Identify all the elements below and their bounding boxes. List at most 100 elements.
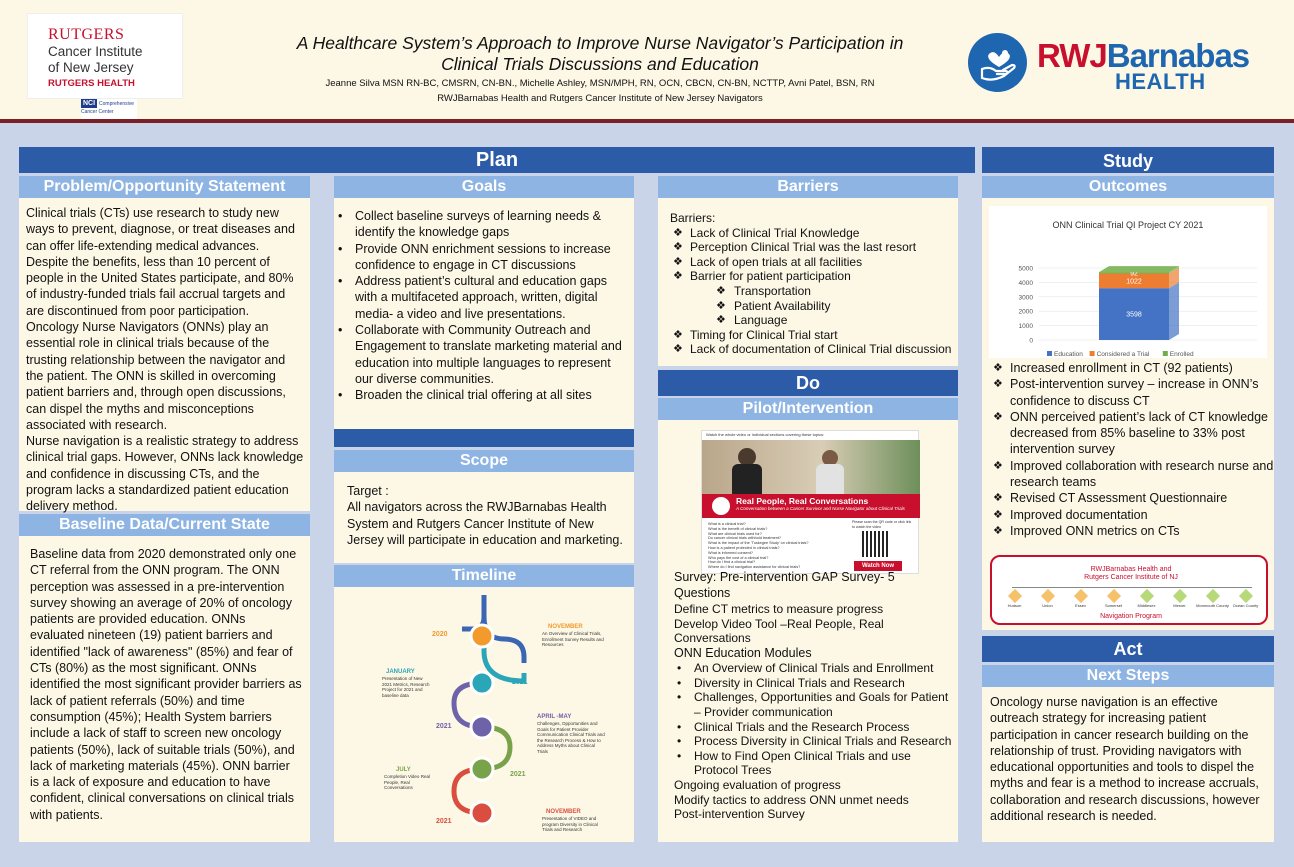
chart-tick-label: 0 [1029,338,1033,345]
list-item: Lack of open trials at all facilities [670,255,952,270]
chart-tick-label: 4000 [1019,280,1034,287]
list-item: Improved documentation [990,507,1274,524]
pilot-panel: Watch the whole video or individual sect… [658,420,958,842]
list-item: Increased enrollment in CT (92 patients) [990,360,1274,377]
rwj-heart-hand-icon [968,33,1027,92]
video-banner: Real People, Real Conversations A Conver… [702,494,920,518]
scope-text: All navigators across the RWJBarnabas He… [347,500,623,547]
video-card: Watch the whole video or individual sect… [701,430,920,574]
timeline-year: 2021 [512,679,528,686]
chart-legend-label: Considered a Trial [1097,351,1150,358]
plan-banner: Plan [19,147,975,173]
list-item: Improved ONN metrics on CTs [990,523,1274,540]
goals-panel: Collect baseline surveys of learning nee… [334,198,634,429]
baseline-text: Baseline data from 2020 demonstrated onl… [30,547,302,822]
next-steps-text: Oncology nurse navigation is an effectiv… [990,695,1260,824]
video-thumbnail [702,440,920,494]
list-item: Collaborate with Community Outreach and … [335,322,628,387]
rwjbarnabas-logo: RWJBarnabas HEALTH [968,33,1258,94]
timeline-month: NOVEMBER [548,624,583,630]
timeline-year: 2020 [432,631,448,638]
next-steps-panel: Oncology nurse navigation is an effectiv… [982,687,1274,842]
chart-bar-side [1169,266,1179,274]
timeline-node-icon [469,714,495,740]
timeline-month: JANUARY [386,669,415,675]
problem-heading: Problem/Opportunity Statement [19,176,310,198]
county-label: Somerset [1104,603,1123,608]
problem-text: Clinical trials (CTs) use research to st… [26,206,295,432]
chart-data-label: 3598 [1126,312,1142,319]
list-item: Lack of documentation of Clinical Trial … [670,342,952,357]
county-diamond-icon [1238,588,1253,604]
barriers-heading: Barriers [658,176,958,198]
nav-map-line [1012,587,1252,588]
person-icon [738,448,756,466]
county-diamond-icon [1073,588,1088,604]
list-item: Lack of Clinical Trial Knowledge [670,226,952,241]
county-label: Mercer [1173,603,1186,608]
timeline-node-icon [469,756,495,782]
county-item: Somerset [1097,588,1130,608]
list-item: Diversity in Clinical Trials and Researc… [674,676,954,691]
list-item: Process Diversity in Clinical Trials and… [674,734,954,749]
county-label: Hudson [1007,603,1022,608]
survey-line: Survey: Pre-intervention GAP Survey- 5 Q… [674,570,895,600]
outcomes-heading: Outcomes [982,176,1274,198]
barriers-panel: Barriers: Lack of Clinical Trial Knowled… [658,198,958,366]
poster-authors: Jeanne Silva MSN RN-BC, CMSRN, CN-BN., M… [325,78,875,89]
pilot-heading: Pilot/Intervention [658,398,958,420]
chart-legend-label: Education [1054,351,1083,358]
study-banner: Study [982,147,1274,173]
watch-now-button[interactable]: Watch Now [854,561,902,571]
person-icon [732,464,762,494]
list-item: Collect baseline surveys of learning nee… [335,208,628,241]
barriers-list: Lack of Clinical Trial Knowledge Percept… [670,226,952,357]
list-item: Transportation [670,284,952,299]
scope-panel: Target : All navigators across the RWJBa… [334,472,634,563]
list-item: Clinical Trials and the Research Process [674,720,954,735]
timeline-month: APRIL -MAY [537,714,572,720]
poster-title-line1: A Healthcare System’s Approach to Improv… [296,33,904,53]
nci-logo: NCI Comprehensive Cancer Center [81,99,137,119]
poster-title-block: A Healthcare System’s Approach to Improv… [210,33,990,105]
county-diamond-icon [1106,588,1121,604]
navigation-map: RWJBarnabas Health and Rutgers Cancer In… [990,555,1268,625]
chart-bar-segment [1099,272,1169,274]
scope-heading: Scope [334,450,634,472]
chart-tick-label: 1000 [1019,323,1034,330]
county-diamond-icon [1040,588,1055,604]
list-item: Challenges, Opportunities and Goals for … [674,690,954,719]
outcomes-chart: 0100020003000400050003598102292Education… [1019,266,1257,358]
list-item: Address patient’s cultural and education… [335,273,628,322]
timeline-desc: An Overview of Clinical Trials, Enrollme… [542,631,604,647]
list-item: Perception Clinical Trial was the last r… [670,240,952,255]
baseline-heading: Baseline Data/Current State [19,514,310,536]
modules-list: An Overview of Clinical Trials and Enrol… [674,661,954,778]
timeline-desc: Completion Video Real People, Real Conve… [384,774,430,790]
timeline-node-icon [469,670,495,696]
poster-title-line2: Clinical Trials Discussions and Educatio… [441,54,759,74]
timeline-month: NOVEMBER [546,809,581,815]
chart-bar-side [1169,282,1179,340]
county-diamond-icon [1172,588,1187,604]
qr-code-icon [862,531,890,557]
county-label: Essex [1075,603,1086,608]
do-text: Survey: Pre-intervention GAP Survey- 5 Q… [674,570,954,822]
timeline-graphic [451,595,527,826]
county-label: Ocean County [1232,603,1259,608]
timeline-desc: Presentation of VIDEO and program Divers… [542,816,598,832]
chart-tick-label: 5000 [1019,266,1034,273]
timeline-year: 2021 [436,723,452,730]
timeline-year: 2021 [436,818,452,825]
list-item: Improved collaboration with research nur… [990,458,1274,491]
cancer-ribbon-icon [712,497,730,515]
county-item: Essex [1064,588,1097,608]
timeline-year: 2021 [510,771,526,778]
county-item: Monmouth County [1196,588,1229,608]
timeline-panel: 2020 NOVEMBER An Overview of Clinical Tr… [334,587,634,842]
poster-header: RUTGERS Cancer Institute of New Jersey R… [0,0,1294,123]
chart-tick-label: 3000 [1019,294,1034,301]
county-label: Monmouth County [1196,603,1229,608]
